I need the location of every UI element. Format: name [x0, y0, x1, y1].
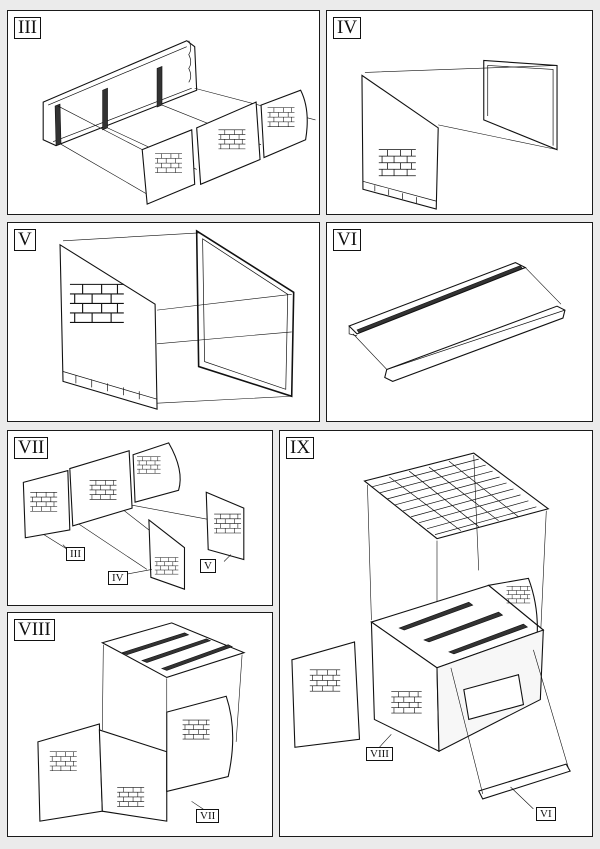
wall-right: [132, 442, 181, 503]
part-callout-vi: VI: [536, 807, 556, 821]
part-callout-iii: III: [66, 547, 85, 561]
part-callout-vii: VII: [196, 809, 220, 823]
step-label: VI: [333, 229, 362, 251]
wall-left: [37, 723, 103, 822]
front-wall-left: [141, 129, 196, 205]
step-panel-vi: VI: [326, 222, 593, 422]
tiled-roof: [363, 452, 550, 540]
roof-panel: [100, 622, 246, 679]
step-label: IX: [286, 437, 315, 459]
part-callout-v: V: [200, 559, 216, 573]
assembly-drawing: [291, 452, 571, 810]
assembly-drawing: [22, 442, 245, 590]
assembled-building: [291, 577, 545, 753]
assembly-drawing: [361, 59, 558, 210]
wall-middle: [69, 450, 133, 527]
wall-right: [166, 695, 234, 793]
gutter-strip: [477, 763, 571, 800]
wall-left: [22, 469, 71, 539]
roof-beam: [348, 262, 527, 337]
step-panel-iv: IV: [326, 10, 593, 215]
step-panel-iii: III: [7, 10, 320, 215]
side-wall: [361, 74, 439, 210]
step-panel-vii: VII III IV V: [7, 430, 273, 606]
part-callout-viii: VIII: [366, 747, 393, 761]
front-wall-right: [260, 89, 308, 159]
assembly-drawing: [59, 229, 295, 410]
step-panel-viii: VIII VII: [7, 612, 273, 837]
assembly-drawing: [348, 262, 566, 382]
assembly-drawing: [42, 40, 316, 205]
step-panel-ix: IX VIII VI: [279, 430, 593, 837]
side-wall: [59, 243, 158, 410]
step-label: IV: [333, 17, 362, 39]
part-v-wall: [205, 491, 245, 561]
front-wall-middle: [196, 101, 261, 186]
assembly-drawing: [37, 622, 246, 822]
step-label: VIII: [14, 619, 55, 641]
part-iv-wall: [148, 518, 186, 590]
gutter-strip: [384, 305, 566, 382]
step-label: V: [14, 229, 36, 251]
part-callout-iv: IV: [108, 571, 128, 585]
step-label: III: [14, 17, 41, 39]
frame: [195, 229, 295, 398]
step-label: VII: [14, 437, 49, 459]
wall-center: [98, 729, 168, 822]
step-panel-v: V: [7, 222, 320, 422]
